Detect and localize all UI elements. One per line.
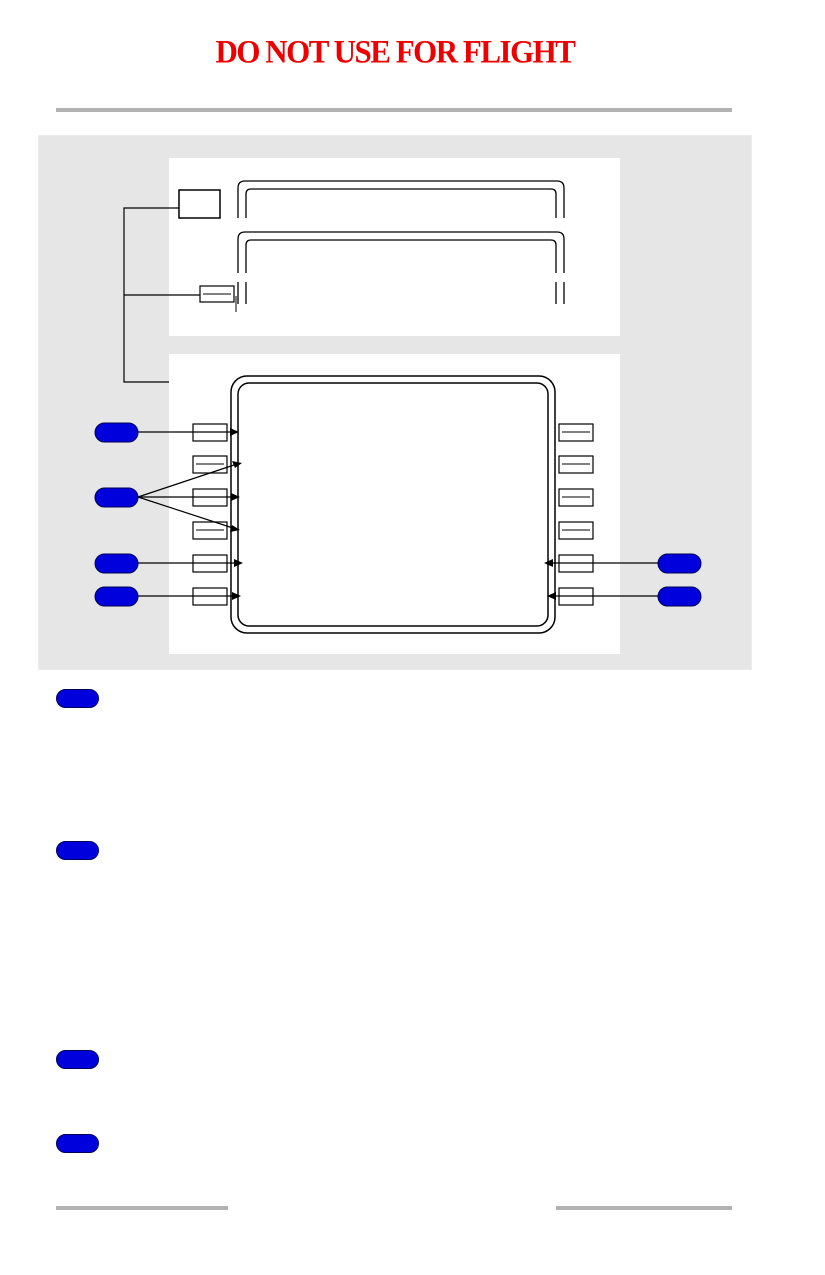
- upper-panel: [169, 158, 620, 336]
- do-not-use-for-flight-banner: DO NOT USE FOR FLIGHT: [215, 33, 576, 70]
- footer-rule-right: [556, 1206, 732, 1210]
- upper-bracket-2: [237, 231, 565, 273]
- figure-callouts: [94, 422, 702, 607]
- callout-marker-1: [56, 689, 99, 708]
- upper-key: [178, 189, 221, 219]
- upper-bracket-1-inner: [245, 188, 557, 218]
- header-rule: [56, 108, 732, 112]
- upper-bracket-2-inner: [245, 239, 557, 273]
- callout-marker-4: [56, 1134, 99, 1153]
- cdu-diagram: [38, 135, 752, 670]
- callout-marker-2: [56, 841, 99, 860]
- cdu-display-inner: [237, 382, 549, 627]
- upper-bracket-1: [237, 180, 565, 218]
- footer-rule-left: [56, 1206, 228, 1210]
- cdu-diagram-drawing: [94, 158, 702, 654]
- callout-marker-3: [56, 1050, 99, 1069]
